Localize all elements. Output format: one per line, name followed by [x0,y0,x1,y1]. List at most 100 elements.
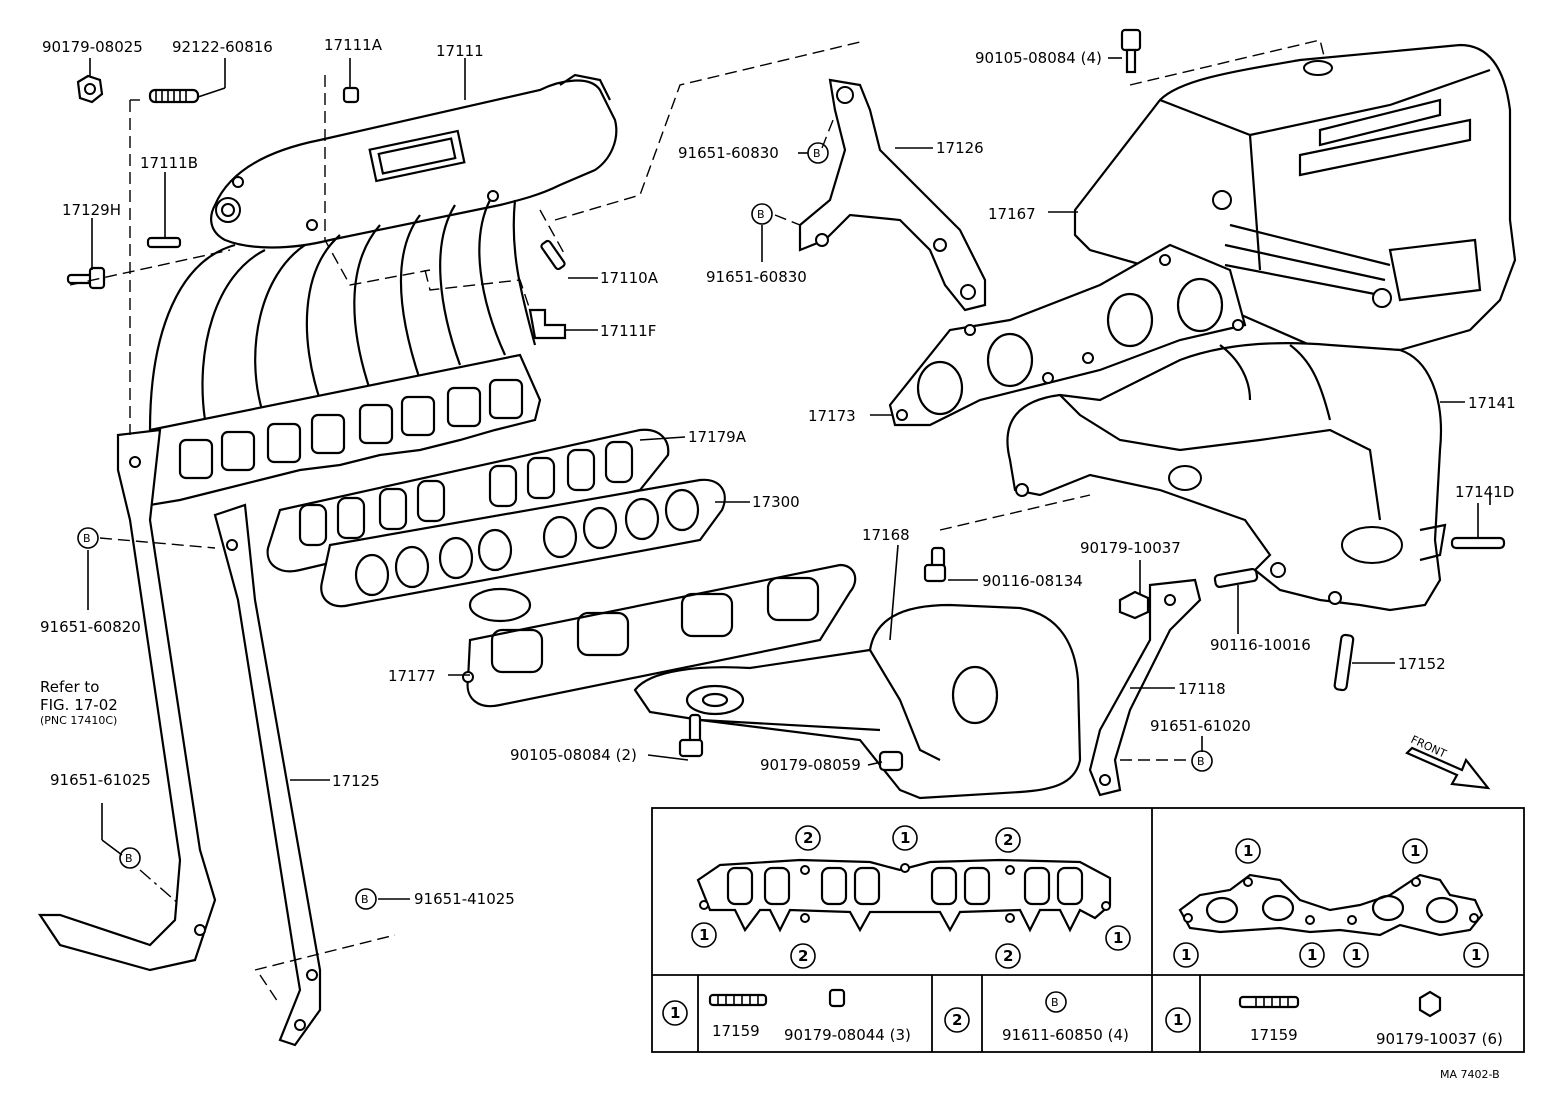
svg-text:B: B [757,208,765,221]
label-17118: 17118 [1178,680,1226,698]
svg-text:B: B [361,893,369,906]
leader-lines [69,39,1491,1006]
b-markers: B B B B B B [77,142,1213,910]
label-90116-10016: 90116-10016 [1210,636,1311,654]
marker-1: 1 [1165,1007,1191,1033]
label-17300: 17300 [752,493,800,511]
label-17126: 17126 [936,139,984,157]
marker-1: 1 [1235,838,1261,864]
label-91651-41025: 91651-41025 [414,890,515,908]
label-91651-60820: 91651-60820 [40,618,141,636]
label-90105-08084-2: 90105-08084 (2) [510,746,637,764]
label-90179-10037: 90179-10037 [1080,539,1181,557]
label-refer-to: Refer to [40,678,99,696]
label-17168: 17168 [862,526,910,544]
marker-2: 2 [795,825,821,851]
label-17141D: 17141D [1455,483,1514,501]
svg-text:2: 2 [952,1011,962,1029]
svg-text:B: B [83,532,91,545]
b-marker: B [355,888,377,910]
intake-manifold-drawing [148,73,618,507]
label-17111A: 17111A [324,36,383,54]
marker-1: 1 [662,1000,688,1026]
label-17125: 17125 [332,772,380,790]
b-marker: B [751,203,773,225]
label-91651-60830-upper: 91651-60830 [678,144,779,162]
svg-text:2: 2 [1003,947,1013,965]
front-arrow: FRONT [1405,733,1491,790]
marker-2: 2 [995,943,1021,969]
label-17129H: 17129H [62,201,121,219]
svg-text:1: 1 [670,1004,680,1022]
svg-text:1: 1 [1471,946,1481,964]
svg-text:1: 1 [1351,946,1361,964]
svg-text:B: B [125,852,133,865]
marker-2: 2 [944,1007,970,1033]
marker-1: 1 [1173,942,1199,968]
svg-text:1: 1 [1307,946,1317,964]
label-90179-08025: 90179-08025 [42,38,143,56]
legend-intake-bolt: 91611-60850 (4) [1002,1026,1129,1044]
svg-text:2: 2 [1003,831,1013,849]
label-17111F: 17111F [600,322,656,340]
b-marker: B [77,527,99,549]
label-17173: 17173 [808,407,856,425]
svg-text:B: B [813,147,821,160]
svg-text:1: 1 [1113,929,1123,947]
svg-text:B: B [1051,996,1059,1009]
svg-text:1: 1 [900,829,910,847]
gasket-17177-drawing [462,563,857,708]
gasket-17173-drawing [888,243,1247,427]
label-refer-pnc: (PNC 17410C) [40,714,117,727]
marker-1: 1 [1463,942,1489,968]
marker-1: 1 [892,825,918,851]
marker-2: 2 [995,827,1021,853]
label-91651-61020: 91651-61020 [1150,717,1251,735]
label-17167: 17167 [988,205,1036,223]
exhaust-manifold-17141-drawing [1006,342,1447,612]
label-17111: 17111 [436,42,484,60]
b-marker: B [807,142,829,164]
svg-text:2: 2 [803,829,813,847]
label-90105-08084-4: 90105-08084 (4) [975,49,1102,67]
svg-text:1: 1 [1243,842,1253,860]
svg-text:1: 1 [1181,946,1191,964]
bracket-17126-drawing [798,78,987,312]
marker-2: 2 [790,943,816,969]
label-17110A: 17110A [600,269,659,287]
legend-intake-nut: 90179-08044 (3) [784,1026,911,1044]
legend-exhaust-nut: 90179-10037 (6) [1376,1030,1503,1048]
legend-exhaust-stud: 17159 [1250,1026,1298,1044]
svg-text:1: 1 [1173,1011,1183,1029]
marker-1: 1 [1105,925,1131,951]
gasket-17179A-drawing [266,428,670,573]
part-labels: 90179-08025 92122-60816 17111A 17111 171… [40,36,1516,1081]
marker-1: 1 [691,922,717,948]
marker-1: 1 [1343,942,1369,968]
svg-text:1: 1 [1410,842,1420,860]
label-17111B: 17111B [140,154,198,172]
label-17179A: 17179A [688,428,747,446]
label-17177: 17177 [388,667,436,685]
label-91651-60830-lower: 91651-60830 [706,268,807,286]
b-marker: B [1191,750,1213,772]
label-17152: 17152 [1398,655,1446,673]
label-92122-60816: 92122-60816 [172,38,273,56]
manifold-stay-left-drawing [37,428,217,972]
manifold-stay-17125-drawing [213,503,322,1047]
legend-box: 2 1 2 1 2 2 1 1 1 1 1 1 1 1 17159 90179-… [651,807,1525,1053]
svg-text:2: 2 [798,947,808,965]
label-refer-fig: FIG. 17-02 [40,696,118,714]
heat-insulator-17168-drawing [633,603,1082,800]
label-90179-08059: 90179-08059 [760,756,861,774]
legend-intake-stud: 17159 [712,1022,760,1040]
label-91651-61025: 91651-61025 [50,771,151,789]
b-marker: B [1045,991,1067,1013]
manifold-stay-17118-drawing [1088,578,1202,797]
svg-text:1: 1 [699,926,709,944]
label-90116-08134: 90116-08134 [982,572,1083,590]
b-marker: B [119,847,141,869]
marker-1: 1 [1299,942,1325,968]
svg-text:B: B [1197,755,1205,768]
